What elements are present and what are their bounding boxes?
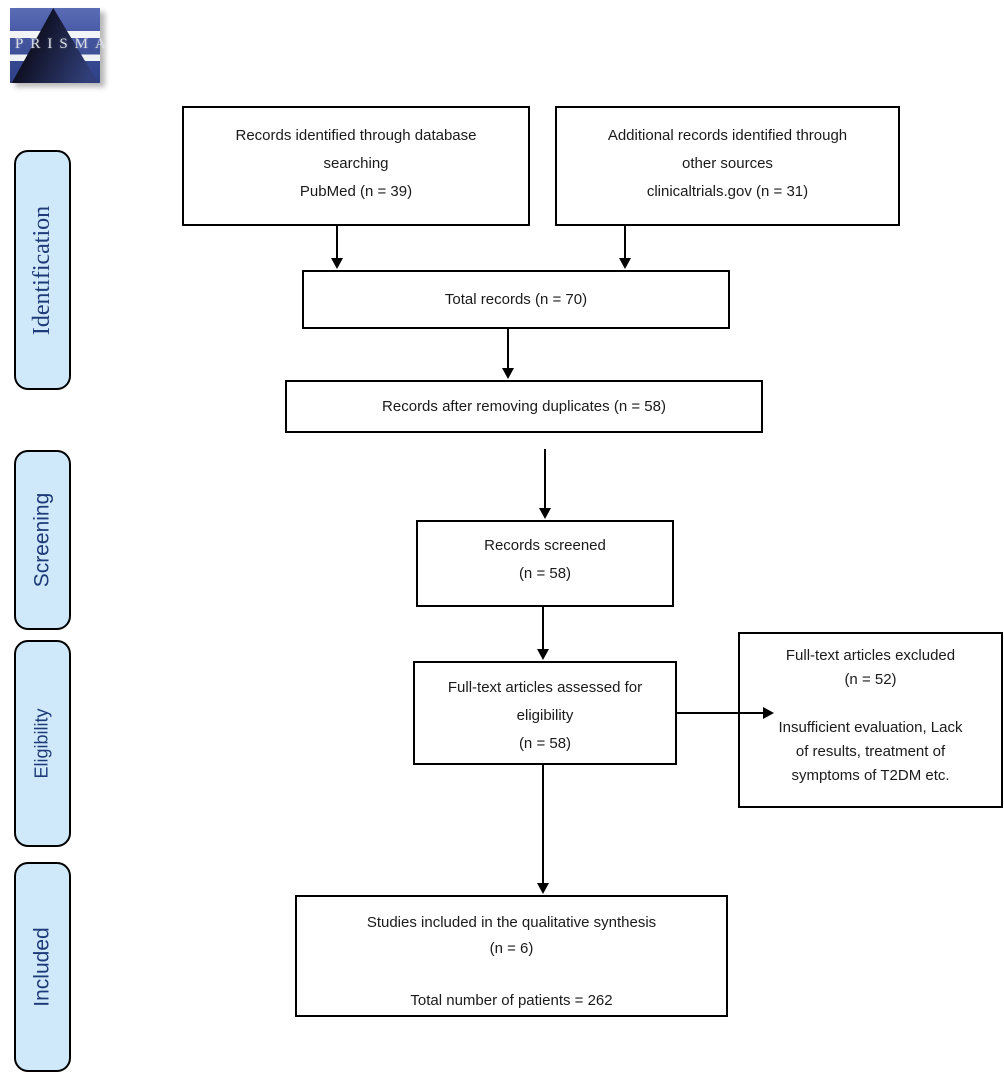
stage-included: Included <box>14 862 71 1072</box>
stage-identification-label: Identification <box>29 205 55 335</box>
box-records-after-duplicates: Records after removing duplicates (n = 5… <box>285 380 763 433</box>
stage-eligibility: Eligibility <box>14 640 71 847</box>
stage-screening-label: Screening <box>30 492 54 588</box>
box-studies-included: Studies included in the qualitative synt… <box>295 895 728 1017</box>
arrow-total-to-duplicates-icon <box>502 329 514 379</box>
box-fulltext-excluded: Full-text articles excluded (n = 52) Ins… <box>738 632 1003 808</box>
arrow-fulltext-to-excluded-icon <box>677 707 774 719</box>
stage-screening: Screening <box>14 450 71 630</box>
box-total-records: Total records (n = 70) <box>302 270 730 329</box>
box-records-screened: Records screened (n = 58) <box>416 520 674 607</box>
stage-eligibility-label: Eligibility <box>32 708 52 779</box>
arrow-screened-to-fulltext-icon <box>537 607 549 660</box>
prisma-logo-icon: PRISMA <box>10 8 113 83</box>
arrow-fulltext-to-included-icon <box>537 765 549 894</box>
arrow-additional-to-total-icon <box>619 226 631 269</box>
stage-included-label: Included <box>30 927 54 1007</box>
logo-text: PRISMA <box>15 35 113 52</box>
stage-identification: Identification <box>14 150 71 390</box>
box-records-identified: Records identified through database sear… <box>182 106 530 226</box>
arrow-duplicates-to-screened-icon <box>539 449 551 519</box>
box-additional-records: Additional records identified through ot… <box>555 106 900 226</box>
arrow-identified-to-total-icon <box>331 226 343 269</box>
box-fulltext-assessed: Full-text articles assessed for eligibil… <box>413 661 677 765</box>
